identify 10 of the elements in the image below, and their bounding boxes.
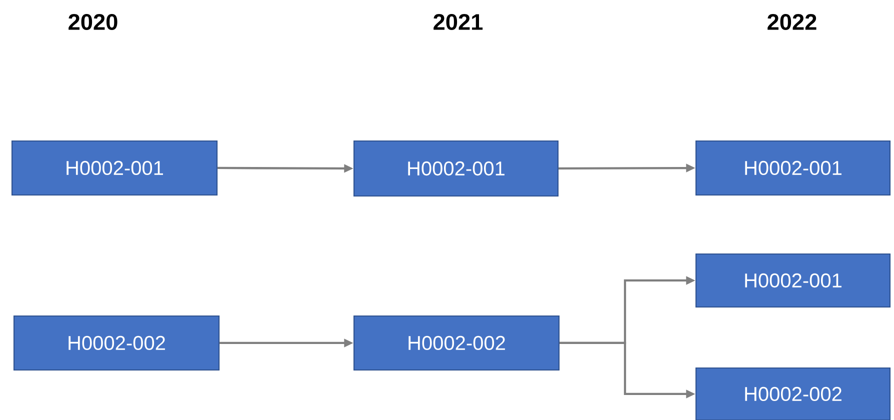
year-heading: 2021 xyxy=(434,14,483,30)
process-box: H0002-001 xyxy=(695,253,891,308)
year-heading: 2020 xyxy=(68,14,118,30)
process-box: H0002-001 xyxy=(353,140,559,197)
year-heading: 2022 xyxy=(768,14,816,30)
process-box: H0002-001 xyxy=(695,140,891,196)
process-box: H0002-002 xyxy=(353,315,560,371)
process-box: H0002-001 xyxy=(11,140,218,196)
process-box: H0002-002 xyxy=(695,367,891,420)
process-box: H0002-002 xyxy=(13,315,220,371)
